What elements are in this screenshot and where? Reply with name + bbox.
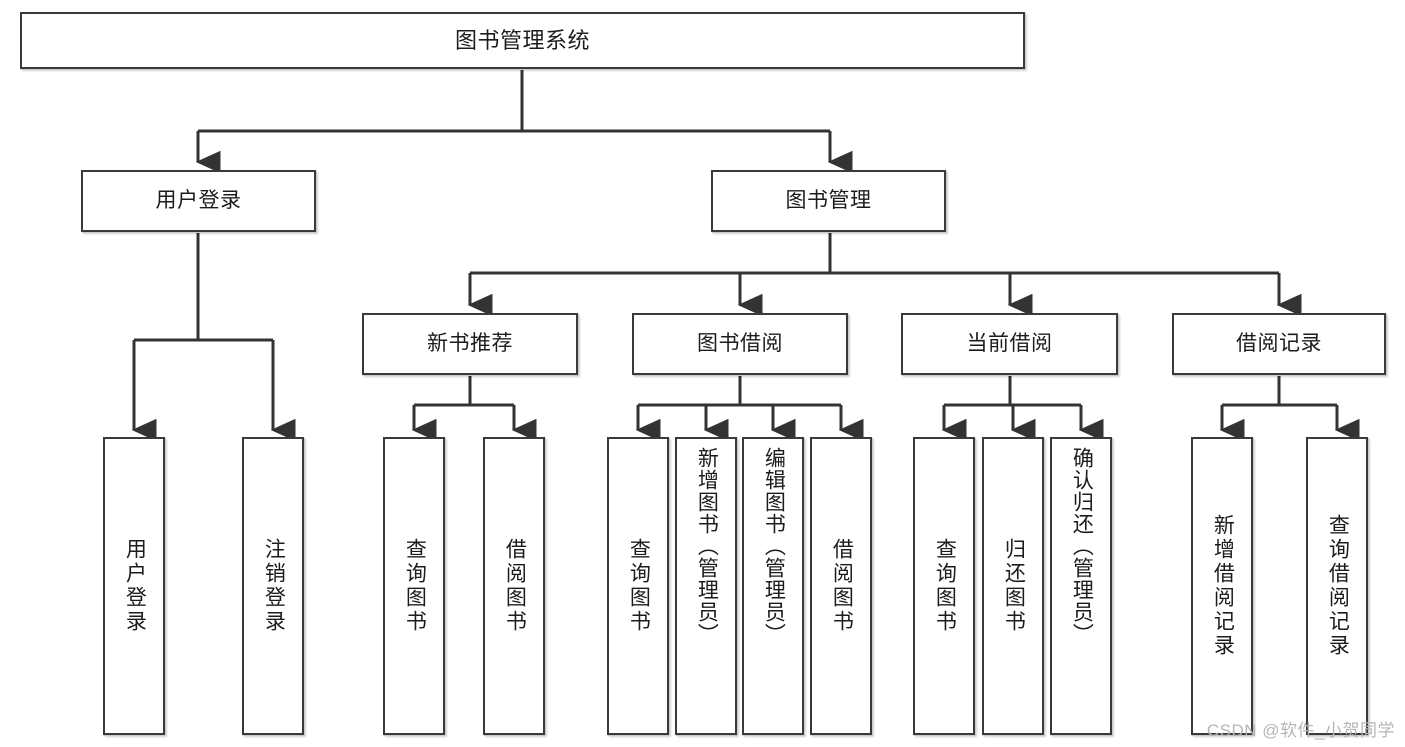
leaf-query-borrowing-record[interactable]: 查询借阅记录 bbox=[1306, 437, 1368, 735]
node-label: 借阅图书 bbox=[830, 538, 854, 634]
leaf-user-login[interactable]: 用户登录 bbox=[103, 437, 165, 735]
node-borrowing-records[interactable]: 借阅记录 bbox=[1172, 313, 1386, 375]
node-label: 查询借阅记录 bbox=[1326, 514, 1350, 658]
node-label: 当前借阅 bbox=[966, 331, 1053, 355]
node-book-borrowing[interactable]: 图书借阅 bbox=[632, 313, 848, 375]
node-current-borrowing[interactable]: 当前借阅 bbox=[901, 313, 1118, 375]
leaf-logout[interactable]: 注销登录 bbox=[242, 437, 304, 735]
leaf-query-book-recommendation[interactable]: 查询图书 bbox=[383, 437, 445, 735]
node-label: 查询图书 bbox=[627, 538, 651, 634]
node-new-book-recommendation[interactable]: 新书推荐 bbox=[362, 313, 578, 375]
leaf-query-book-current[interactable]: 查询图书 bbox=[913, 437, 975, 735]
watermark-text: CSDN @软件_小贺同学 bbox=[1206, 721, 1395, 740]
leaf-borrow-book-recommendation[interactable]: 借阅图书 bbox=[483, 437, 545, 735]
node-label: 图书借阅 bbox=[697, 331, 783, 355]
node-label: 借阅图书 bbox=[503, 538, 527, 634]
leaf-add-book-admin[interactable]: 新增图书（管理员） bbox=[675, 437, 737, 735]
leaf-borrow-book[interactable]: 借阅图书 bbox=[810, 437, 872, 735]
leaf-confirm-return-admin[interactable]: 确认归还（管理员） bbox=[1050, 437, 1112, 735]
node-label: 查询图书 bbox=[403, 538, 427, 634]
node-label: 用户登录 bbox=[155, 188, 242, 212]
node-system-root[interactable]: 图书管理系统 bbox=[20, 12, 1025, 69]
node-label: 用户登录 bbox=[123, 538, 147, 634]
node-label: 编辑图书（管理员） bbox=[762, 447, 786, 645]
node-label: 借阅记录 bbox=[1236, 331, 1322, 355]
leaf-return-book[interactable]: 归还图书 bbox=[982, 437, 1044, 735]
node-label: 新书推荐 bbox=[427, 331, 513, 355]
node-label: 图书管理系统 bbox=[454, 27, 590, 53]
leaf-query-book-borrowing[interactable]: 查询图书 bbox=[607, 437, 669, 735]
node-label: 新增图书（管理员） bbox=[695, 447, 719, 645]
leaf-edit-book-admin[interactable]: 编辑图书（管理员） bbox=[742, 437, 804, 735]
node-label: 查询图书 bbox=[933, 538, 957, 634]
node-user-login[interactable]: 用户登录 bbox=[81, 170, 316, 232]
node-label: 图书管理 bbox=[785, 188, 872, 212]
node-label: 注销登录 bbox=[262, 538, 286, 634]
node-label: 确认归还（管理员） bbox=[1070, 447, 1094, 645]
node-label: 新增借阅记录 bbox=[1211, 514, 1235, 658]
node-label: 归还图书 bbox=[1002, 538, 1026, 634]
node-book-management[interactable]: 图书管理 bbox=[711, 170, 946, 232]
leaf-add-borrowing-record[interactable]: 新增借阅记录 bbox=[1191, 437, 1253, 735]
